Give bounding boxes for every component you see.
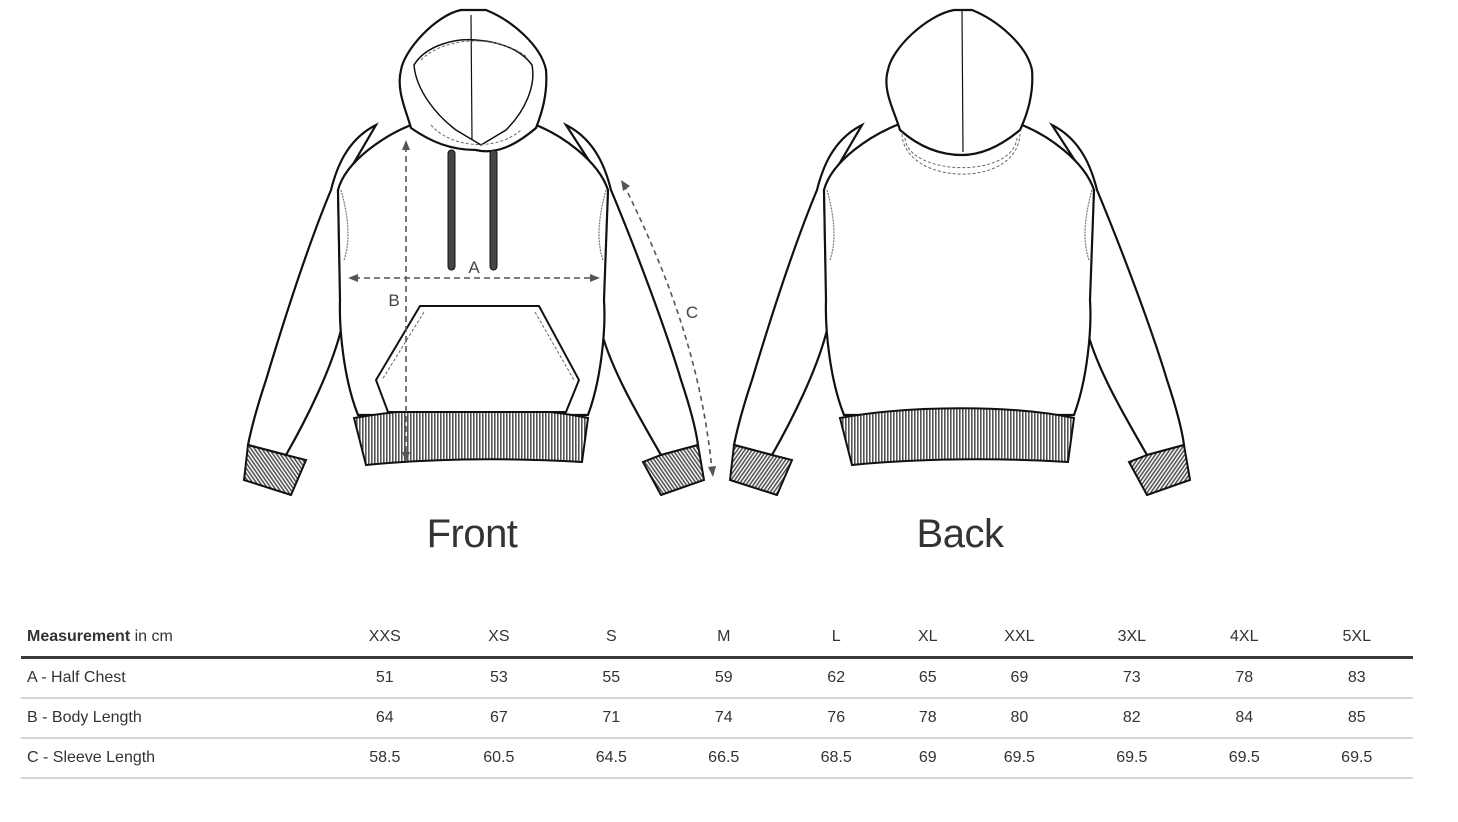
cell-value: 58.5: [369, 749, 401, 766]
measurement-header-bold: Measurement: [27, 628, 131, 645]
cell-value: 76: [827, 709, 846, 726]
cell-value: 68.5: [820, 749, 852, 766]
size-header: 3XL: [1117, 628, 1147, 645]
cell-value: 73: [1122, 669, 1141, 686]
row-label: A - Half Chest: [27, 669, 126, 686]
cell-value: 69: [1010, 669, 1029, 686]
cell-value: 67: [489, 709, 508, 726]
cell-value: 69.5: [1228, 749, 1260, 766]
size-header: L: [831, 628, 841, 645]
measurement-header-unit: in cm: [130, 628, 173, 645]
marker-b: B: [388, 291, 399, 310]
table-header-row: Measurement in cm XXS XS S M L XL XXL 3X…: [21, 618, 1413, 658]
size-header: XXS: [368, 628, 401, 645]
cell-value: 69: [918, 749, 937, 766]
cell-value: 83: [1347, 669, 1366, 686]
cell-value: 66.5: [708, 749, 740, 766]
table-row: B - Body Length 64 67 71 74 76 78 80 82 …: [21, 698, 1413, 738]
cell-value: 64: [375, 709, 394, 726]
marker-a: A: [468, 258, 480, 277]
size-header: XL: [917, 628, 938, 645]
cell-value: 82: [1122, 709, 1141, 726]
cell-value: 78: [918, 709, 937, 726]
table-row: C - Sleeve Length 58.5 60.5 64.5 66.5 68…: [21, 738, 1413, 778]
cell-value: 53: [489, 669, 508, 686]
cell-value: 69.5: [1003, 749, 1035, 766]
size-header: XXL: [1004, 628, 1035, 645]
cell-value: 69.5: [1116, 749, 1148, 766]
cell-value: 55: [602, 669, 621, 686]
measurement-header: Measurement in cm: [21, 618, 327, 658]
size-header: S: [605, 628, 617, 645]
cell-value: 64.5: [595, 749, 627, 766]
cell-value: 78: [1235, 669, 1254, 686]
cell-value: 62: [827, 669, 846, 686]
hoodie-back-illustration: [722, 0, 1202, 505]
front-view-label: Front: [426, 512, 518, 556]
cell-value: 69.5: [1341, 749, 1373, 766]
size-header: XS: [488, 628, 510, 645]
cell-value: 84: [1235, 709, 1254, 726]
cell-value: 51: [375, 669, 394, 686]
size-header: 5XL: [1342, 628, 1371, 645]
size-header: 4XL: [1230, 628, 1259, 645]
table-row: A - Half Chest 51 53 55 59 62 65 69 73 7…: [21, 658, 1413, 698]
size-chart-table: Measurement in cm XXS XS S M L XL XXL 3X…: [21, 618, 1413, 779]
marker-c: C: [686, 303, 698, 322]
cell-value: 59: [714, 669, 733, 686]
cell-value: 85: [1347, 709, 1366, 726]
size-header: M: [717, 628, 731, 645]
cell-value: 65: [918, 669, 937, 686]
row-label: B - Body Length: [27, 709, 142, 726]
cell-value: 60.5: [483, 749, 515, 766]
cell-value: 71: [602, 709, 621, 726]
cell-value: 80: [1010, 709, 1029, 726]
back-view-label: Back: [916, 512, 1004, 556]
hoodie-front-illustration: A B C: [236, 0, 716, 505]
cell-value: 74: [714, 709, 733, 726]
row-label: C - Sleeve Length: [27, 749, 156, 766]
